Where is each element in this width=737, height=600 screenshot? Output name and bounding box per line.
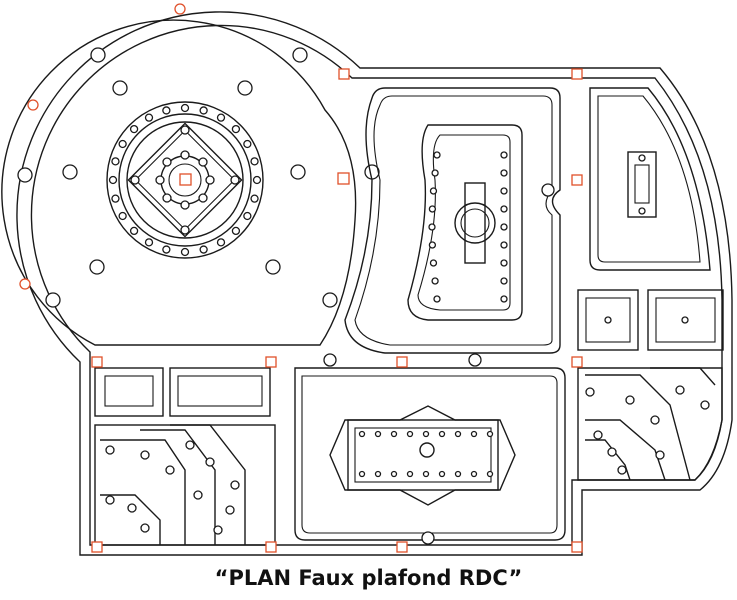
hole xyxy=(250,157,259,166)
hole xyxy=(438,430,446,438)
center-top-panel xyxy=(344,87,561,354)
hole xyxy=(500,187,508,195)
hole xyxy=(406,470,414,478)
hole xyxy=(428,241,437,249)
hole xyxy=(390,430,398,438)
hole xyxy=(431,169,439,177)
hole xyxy=(216,113,226,122)
hole xyxy=(118,211,127,221)
hole xyxy=(500,223,508,231)
hole xyxy=(438,470,446,478)
hole xyxy=(454,470,462,478)
hole xyxy=(433,295,441,303)
hole xyxy=(422,430,430,438)
bolt-ring-holes xyxy=(108,103,262,257)
hole xyxy=(454,430,462,438)
hole xyxy=(243,211,252,221)
right-mid-boxes xyxy=(577,289,724,351)
hole xyxy=(358,430,366,438)
hole xyxy=(199,106,208,115)
hole xyxy=(428,223,436,231)
hole xyxy=(243,139,252,149)
hole xyxy=(180,103,190,113)
hole xyxy=(231,124,241,134)
hole xyxy=(216,238,226,247)
outer-holes xyxy=(17,47,380,308)
hole xyxy=(431,277,439,285)
hole xyxy=(390,470,398,478)
hole xyxy=(500,295,508,303)
right-top-panel xyxy=(589,87,711,271)
hole xyxy=(358,470,366,478)
left-bottom-boxes xyxy=(94,367,276,546)
center-top-holes xyxy=(428,151,508,303)
hole xyxy=(486,470,494,478)
hole xyxy=(433,151,441,159)
hole xyxy=(500,277,508,285)
hole xyxy=(406,430,414,438)
hole xyxy=(422,470,430,478)
center-bottom-holes xyxy=(358,430,494,478)
hole xyxy=(250,194,259,203)
hole xyxy=(118,139,127,149)
round-zone xyxy=(1,19,380,346)
inner-holes xyxy=(130,125,240,235)
center-bottom-panel xyxy=(294,367,566,541)
hole xyxy=(111,157,120,166)
hole xyxy=(162,245,171,254)
hole xyxy=(111,194,120,203)
hole xyxy=(470,430,478,438)
hole xyxy=(428,205,437,213)
hole xyxy=(129,226,139,236)
hole xyxy=(500,169,508,177)
hole xyxy=(429,259,438,267)
hole xyxy=(129,124,139,134)
hole xyxy=(500,241,508,249)
hole xyxy=(162,106,171,115)
orange-markers xyxy=(19,3,583,553)
hole xyxy=(429,187,438,195)
hole xyxy=(231,226,241,236)
separator-holes xyxy=(323,183,555,545)
plan-caption: “PLAN Faux plafond RDC” xyxy=(214,566,523,590)
hole xyxy=(486,430,494,438)
hole xyxy=(108,175,118,185)
hole xyxy=(500,205,508,213)
ceiling-plan-drawing xyxy=(1,3,733,556)
hole xyxy=(144,113,154,122)
hole xyxy=(470,470,478,478)
hole xyxy=(374,430,382,438)
hole xyxy=(374,470,382,478)
hole xyxy=(144,238,154,247)
hole xyxy=(180,247,190,257)
hole xyxy=(500,259,508,267)
hole xyxy=(500,151,508,159)
hole xyxy=(252,175,262,185)
right-bottom-panel xyxy=(577,367,723,481)
hole xyxy=(199,245,208,254)
